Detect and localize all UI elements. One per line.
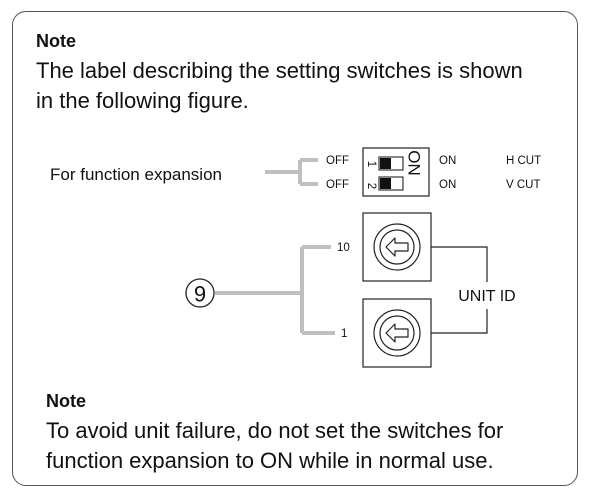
- top-note-line-2: in the following figure.: [36, 88, 249, 113]
- dip-switch-2-lever[interactable]: [378, 176, 404, 191]
- dip-switch-1-number: 1: [365, 161, 377, 167]
- switch-1-on-label: ON: [439, 155, 456, 167]
- rotary-arrow-icon: [385, 323, 409, 343]
- bottom-note-title: Note: [46, 391, 86, 411]
- rotary-switch-ones[interactable]: [362, 298, 432, 368]
- unit-id-bracket: [431, 246, 488, 334]
- function-expansion-label: For function expansion: [50, 165, 222, 184]
- v-cut-label: V CUT: [506, 179, 541, 191]
- switch-2-off-label: OFF: [326, 179, 349, 191]
- rotary-tens-label: 10: [337, 242, 350, 254]
- rotary-arrow-icon: [385, 237, 409, 257]
- bottom-note-line-2: function expansion to ON while in normal…: [46, 448, 494, 473]
- switch-1-off-label: OFF: [326, 155, 349, 167]
- function-expansion-leader: [265, 158, 318, 186]
- rotary-switch-tens[interactable]: [362, 212, 432, 282]
- callout-leader: [215, 245, 335, 335]
- dip-switch-1-lever[interactable]: [378, 156, 404, 171]
- h-cut-label: H CUT: [506, 155, 541, 167]
- dip-switch-on-label: ON: [405, 150, 424, 176]
- bottom-note-line-1: To avoid unit failure, do not set the sw…: [46, 418, 504, 443]
- note-panel: [12, 11, 578, 486]
- top-note-line-1: The label describing the setting switche…: [36, 58, 523, 83]
- top-note-title: Note: [36, 31, 76, 51]
- callout-number: 9: [194, 282, 206, 307]
- switch-2-on-label: ON: [439, 179, 456, 191]
- dip-switch-2-number: 2: [365, 183, 377, 189]
- rotary-ones-label: 1: [341, 328, 347, 340]
- unit-id-label: UNIT ID: [458, 288, 515, 305]
- callout-circle: [185, 278, 215, 308]
